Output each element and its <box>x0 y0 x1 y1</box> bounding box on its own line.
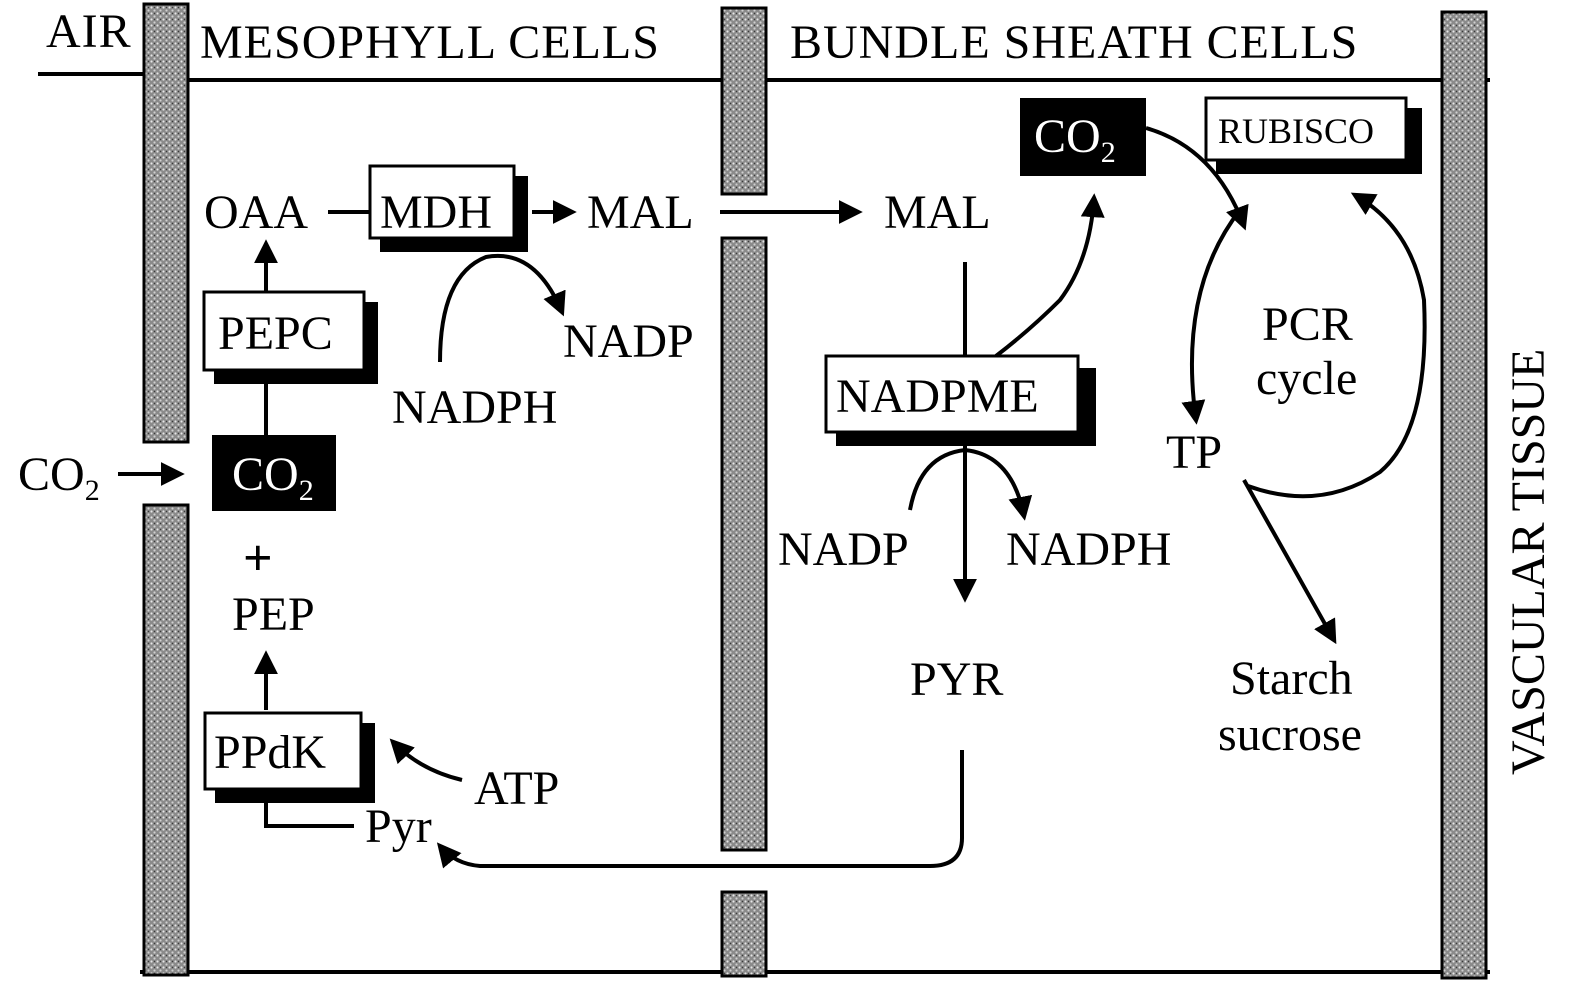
nadph-label-mesophyll: NADPH <box>392 381 557 434</box>
mal-label-mesophyll: MAL <box>587 186 694 239</box>
co2-box-bundle-sheath: CO2 <box>1020 98 1146 176</box>
svg-text:NADPME: NADPME <box>836 370 1039 423</box>
air-label: AIR <box>46 5 132 58</box>
sucrose-label: sucrose <box>1218 708 1362 761</box>
ppdk-enzyme-box: PPdK <box>203 711 375 803</box>
bundle-sheath-cells-header: BUNDLE SHEATH CELLS <box>790 16 1358 69</box>
nadpme-enzyme-box: NADPME <box>824 354 1096 446</box>
pyr-to-ppdk-line <box>264 803 354 828</box>
membrane-right <box>1440 10 1488 980</box>
tp-label: TP <box>1166 426 1222 479</box>
vascular-tissue-label: VASCULAR TISSUE <box>1502 349 1555 775</box>
rubisco-enzyme-box: RUBISCO <box>1204 96 1422 174</box>
svg-text:CO2: CO2 <box>1034 110 1116 169</box>
svg-text:RUBISCO: RUBISCO <box>1218 111 1374 151</box>
nadph-to-nadp-arrow-mesophyll <box>438 253 566 363</box>
cycle-right-arc <box>1247 192 1427 499</box>
pcr-label: PCR <box>1262 298 1353 351</box>
co2-external-label: CO2 <box>18 448 100 507</box>
co2-into-cycle-arrow <box>1145 126 1249 231</box>
membrane-left <box>142 2 190 977</box>
plus-sign: + <box>243 530 273 587</box>
nadph-label-bundle-sheath: NADPH <box>1006 523 1171 576</box>
nadp-to-nadph-arrow-bundle-sheath <box>908 447 1033 521</box>
svg-text:PPdK: PPdK <box>214 726 326 779</box>
svg-text:PEPC: PEPC <box>218 307 333 360</box>
pepc-enzyme-box: PEPC <box>202 290 378 384</box>
nadp-label-bundle-sheath: NADP <box>778 523 909 576</box>
co2-box-mesophyll: CO2 <box>212 435 336 511</box>
cycle-left-arc <box>1181 208 1242 425</box>
starch-label: Starch <box>1230 652 1353 705</box>
tp-to-starch-arrow <box>1242 479 1337 645</box>
svg-text:CO2: CO2 <box>232 448 314 507</box>
atp-to-ppdk-arrow <box>389 738 463 782</box>
pep-label: PEP <box>232 588 315 641</box>
nadp-label-mesophyll: NADP <box>563 315 694 368</box>
cycle-label: cycle <box>1256 352 1357 405</box>
mdh-enzyme-box: MDH <box>368 164 528 252</box>
atp-label: ATP <box>474 762 559 815</box>
nadpme-to-co2-arrow <box>994 193 1105 358</box>
membrane-middle <box>720 6 768 978</box>
pyr-return-arrow <box>436 750 964 869</box>
pyr-label-bundle-sheath: PYR <box>910 653 1003 706</box>
mesophyll-cells-header: MESOPHYLL CELLS <box>200 16 660 69</box>
svg-text:MDH: MDH <box>380 186 492 239</box>
mal-label-bundle-sheath: MAL <box>884 186 991 239</box>
pyr-label-mesophyll: Pyr <box>365 800 432 853</box>
oaa-label: OAA <box>204 186 308 239</box>
